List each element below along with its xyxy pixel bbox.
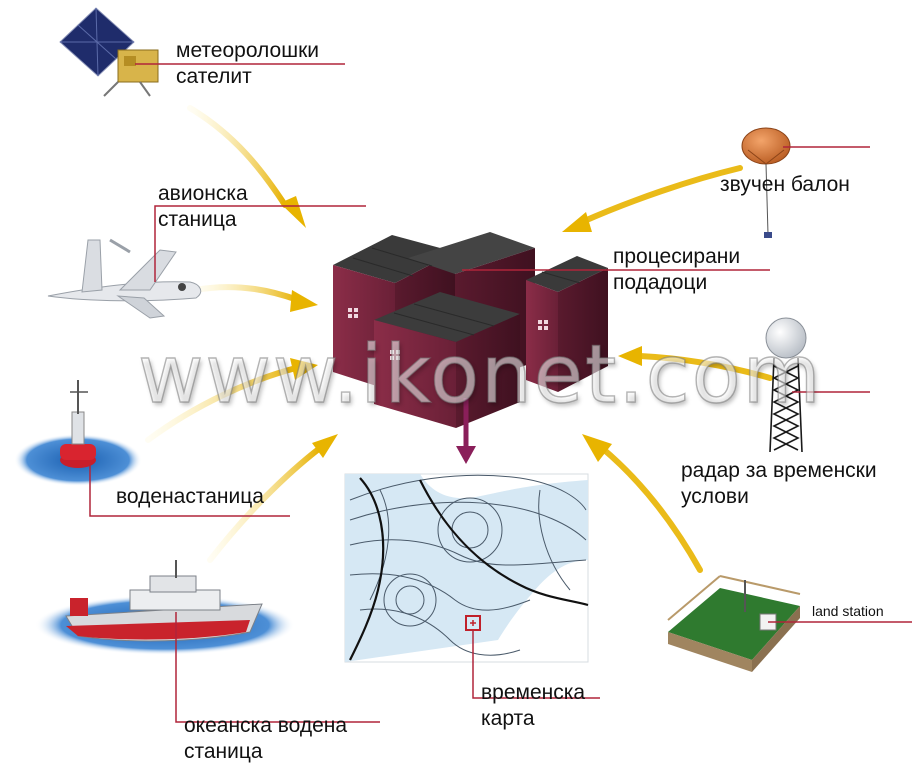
label-satellite-line2: сателит (176, 65, 252, 88)
label-processed: процесирани подадоци (613, 244, 740, 296)
aircraft-icon (47, 238, 202, 319)
watermark-text: www.ikonet.com (137, 327, 823, 421)
ship-icon (35, 560, 295, 655)
leader-lines (89, 63, 912, 723)
leader-weather-map (472, 630, 600, 699)
label-radar-line2: услови (681, 485, 749, 508)
label-ocean-line1: океанска водена (184, 714, 348, 737)
arrow-from-ship-icon (207, 434, 338, 563)
satellite-icon (59, 7, 159, 97)
arrow-from-satellite-icon (187, 105, 306, 228)
radar-icon (765, 317, 807, 453)
label-radar-line1: радар за временски (681, 459, 877, 482)
balloon-icon (741, 127, 791, 238)
buoy-icon (14, 380, 142, 486)
label-aircraft-line1: авионска (158, 182, 248, 205)
arrow-from-balloon-icon (562, 165, 743, 232)
label-aircraft: авионска станица (158, 181, 248, 233)
label-buoy: воденастаница (116, 485, 264, 508)
label-processed-line2: подадоци (613, 271, 708, 294)
arrow-from-aircraft-icon (192, 284, 318, 312)
label-land-station: land station (812, 603, 884, 619)
arrow-from-land-station-icon (582, 434, 703, 573)
land-station-icon (667, 575, 801, 672)
label-processed-line1: процесирани (613, 245, 741, 268)
label-satellite: метеоролошки сателит (176, 38, 319, 90)
leader-buoy (89, 464, 290, 517)
leader-aircraft (154, 205, 366, 282)
output-arrow-icon (456, 398, 476, 464)
label-radar: радар за временски услови (681, 458, 877, 510)
label-aircraft-line2: станица (158, 208, 237, 231)
label-weather-map-line2: карта (481, 707, 535, 730)
label-ocean: океанска водена станица (184, 713, 347, 765)
label-weather-map-line1: временска (481, 681, 586, 704)
arrow-from-buoy-icon (145, 358, 318, 443)
label-ocean-line2: станица (184, 740, 263, 763)
label-balloon: звучен балон (720, 173, 850, 196)
supercomputer-icon (333, 232, 608, 428)
weather-map-icon (344, 473, 589, 663)
label-satellite-line1: метеоролошки (176, 39, 319, 62)
input-arrows (145, 105, 773, 573)
label-weather-map: временска карта (481, 680, 585, 732)
leader-ship (175, 612, 380, 723)
arrow-from-radar-icon (618, 346, 773, 381)
